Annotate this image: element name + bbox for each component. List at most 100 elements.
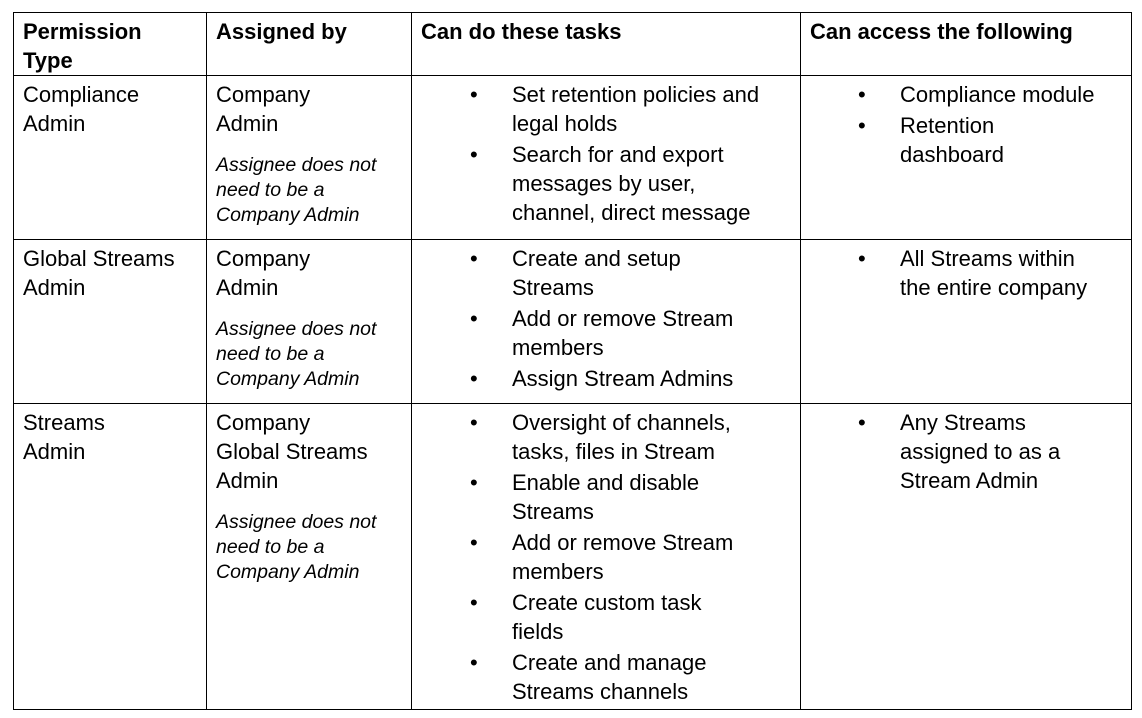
- assignee-note-text: need to be a: [216, 536, 325, 558]
- bullet-icon: •: [470, 82, 478, 107]
- assignee-note-text: need to be a: [216, 179, 325, 201]
- task-text: Oversight of channels,tasks, files in St…: [512, 408, 800, 466]
- header-tasks: Can do these tasks: [411, 12, 801, 76]
- task-text-line: Add or remove Stream: [512, 306, 734, 331]
- permission-type-text: Streams: [23, 410, 105, 435]
- task-item: •Assign Stream Admins: [421, 364, 800, 393]
- bullet-icon: •: [470, 650, 478, 675]
- bullet-icon: •: [470, 306, 478, 331]
- bullet-icon: •: [470, 530, 478, 555]
- assigned-by-text: Company: [216, 246, 311, 271]
- header-access: Can access the following: [800, 12, 1132, 76]
- assigned-by-text: Admin: [216, 468, 279, 493]
- permission-type-text: Admin: [23, 111, 86, 136]
- cell-tasks: • Oversight of channels,tasks, files in S…: [411, 403, 801, 710]
- header-permission-type-line2: Type: [23, 48, 73, 73]
- task-text-line: Set retention policies and: [512, 82, 760, 107]
- task-text-line: Search for and export: [512, 142, 724, 167]
- assigned-by-text: Admin: [216, 275, 279, 300]
- assigned-by-text: Company: [216, 410, 311, 435]
- bullet-icon: •: [470, 410, 478, 435]
- access-text: Compliance module: [900, 80, 1131, 109]
- assignee-note-text: Assignee does not: [216, 511, 377, 533]
- task-item: • Oversight of channels,tasks, files in S…: [421, 408, 800, 466]
- permission-type-text: Admin: [23, 439, 86, 464]
- access-text-line: Compliance module: [900, 82, 1095, 107]
- assignee-note-text: Company Admin: [216, 561, 360, 583]
- task-text: Assign Stream Admins: [512, 364, 800, 393]
- assignee-note: Assignee does not need to be a Company Adm…: [216, 510, 411, 585]
- task-item: • Create custom task fields: [421, 588, 800, 646]
- permission-type-text: Compliance: [23, 82, 140, 107]
- task-text-line: channel, direct message: [512, 200, 751, 225]
- access-list: • Compliance module • Retention dashboard: [810, 80, 1131, 169]
- cell-access: • Any Streams assigned to as a Stream Admin: [800, 403, 1132, 710]
- task-text-line: Create and setup: [512, 246, 681, 271]
- bullet-icon: •: [470, 590, 478, 615]
- access-text-line: Stream Admin: [900, 468, 1039, 493]
- bullet-icon: •: [470, 142, 478, 167]
- task-text: Create custom task fields: [512, 588, 800, 646]
- task-text-line: Add or remove Stream: [512, 530, 734, 555]
- task-text-line: Streams: [512, 275, 594, 300]
- permission-type-text: Admin: [23, 275, 86, 300]
- access-text: Any Streams assigned to as a Stream Admin: [900, 408, 1131, 495]
- bullet-icon: •: [470, 470, 478, 495]
- task-text: Search for and export messages by user, ch…: [512, 140, 800, 227]
- bullet-icon: •: [470, 246, 478, 271]
- header-permission-type: Permission Type: [13, 12, 207, 76]
- task-list: • Oversight of channels,tasks, files in S…: [421, 408, 800, 706]
- assigned-by-text: Company: [216, 82, 311, 107]
- access-text-line: Retention: [900, 113, 995, 138]
- bullet-icon: •: [858, 410, 866, 435]
- bullet-icon: •: [858, 82, 866, 107]
- task-text-line: messages by user,: [512, 171, 696, 196]
- task-text-line: Create custom task: [512, 590, 702, 615]
- bullet-icon: •: [858, 246, 866, 271]
- access-text-line: assigned to as a: [900, 439, 1061, 464]
- header-assigned-by: Assigned by: [206, 12, 412, 76]
- access-item: • Compliance module: [810, 80, 1131, 109]
- task-text-line: fields: [512, 619, 564, 644]
- task-text-line: Enable and disable: [512, 470, 700, 495]
- permission-type-text: Global Streams: [23, 246, 175, 271]
- access-text-line: Any Streams: [900, 410, 1026, 435]
- header-row: Permission Type Assigned by Can do these…: [13, 12, 1132, 76]
- assigned-by-text: Global Streams: [216, 439, 368, 464]
- access-text: Retention dashboard: [900, 111, 1131, 169]
- task-text-line: Streams channels: [512, 679, 689, 704]
- access-text-line: dashboard: [900, 142, 1004, 167]
- cell-access: • Compliance module • Retention dashboard: [800, 75, 1132, 240]
- assignee-note-text: Company Admin: [216, 368, 360, 390]
- task-text-line: Oversight of channels,: [512, 410, 731, 435]
- access-text-line: the entire company: [900, 275, 1088, 300]
- bullet-icon: •: [858, 113, 866, 138]
- permissions-table: Permission Type Assigned by Can do these…: [13, 12, 1132, 710]
- task-text-line: Assign Stream Admins: [512, 366, 734, 391]
- access-list: • Any Streams assigned to as a Stream Admin: [810, 408, 1131, 495]
